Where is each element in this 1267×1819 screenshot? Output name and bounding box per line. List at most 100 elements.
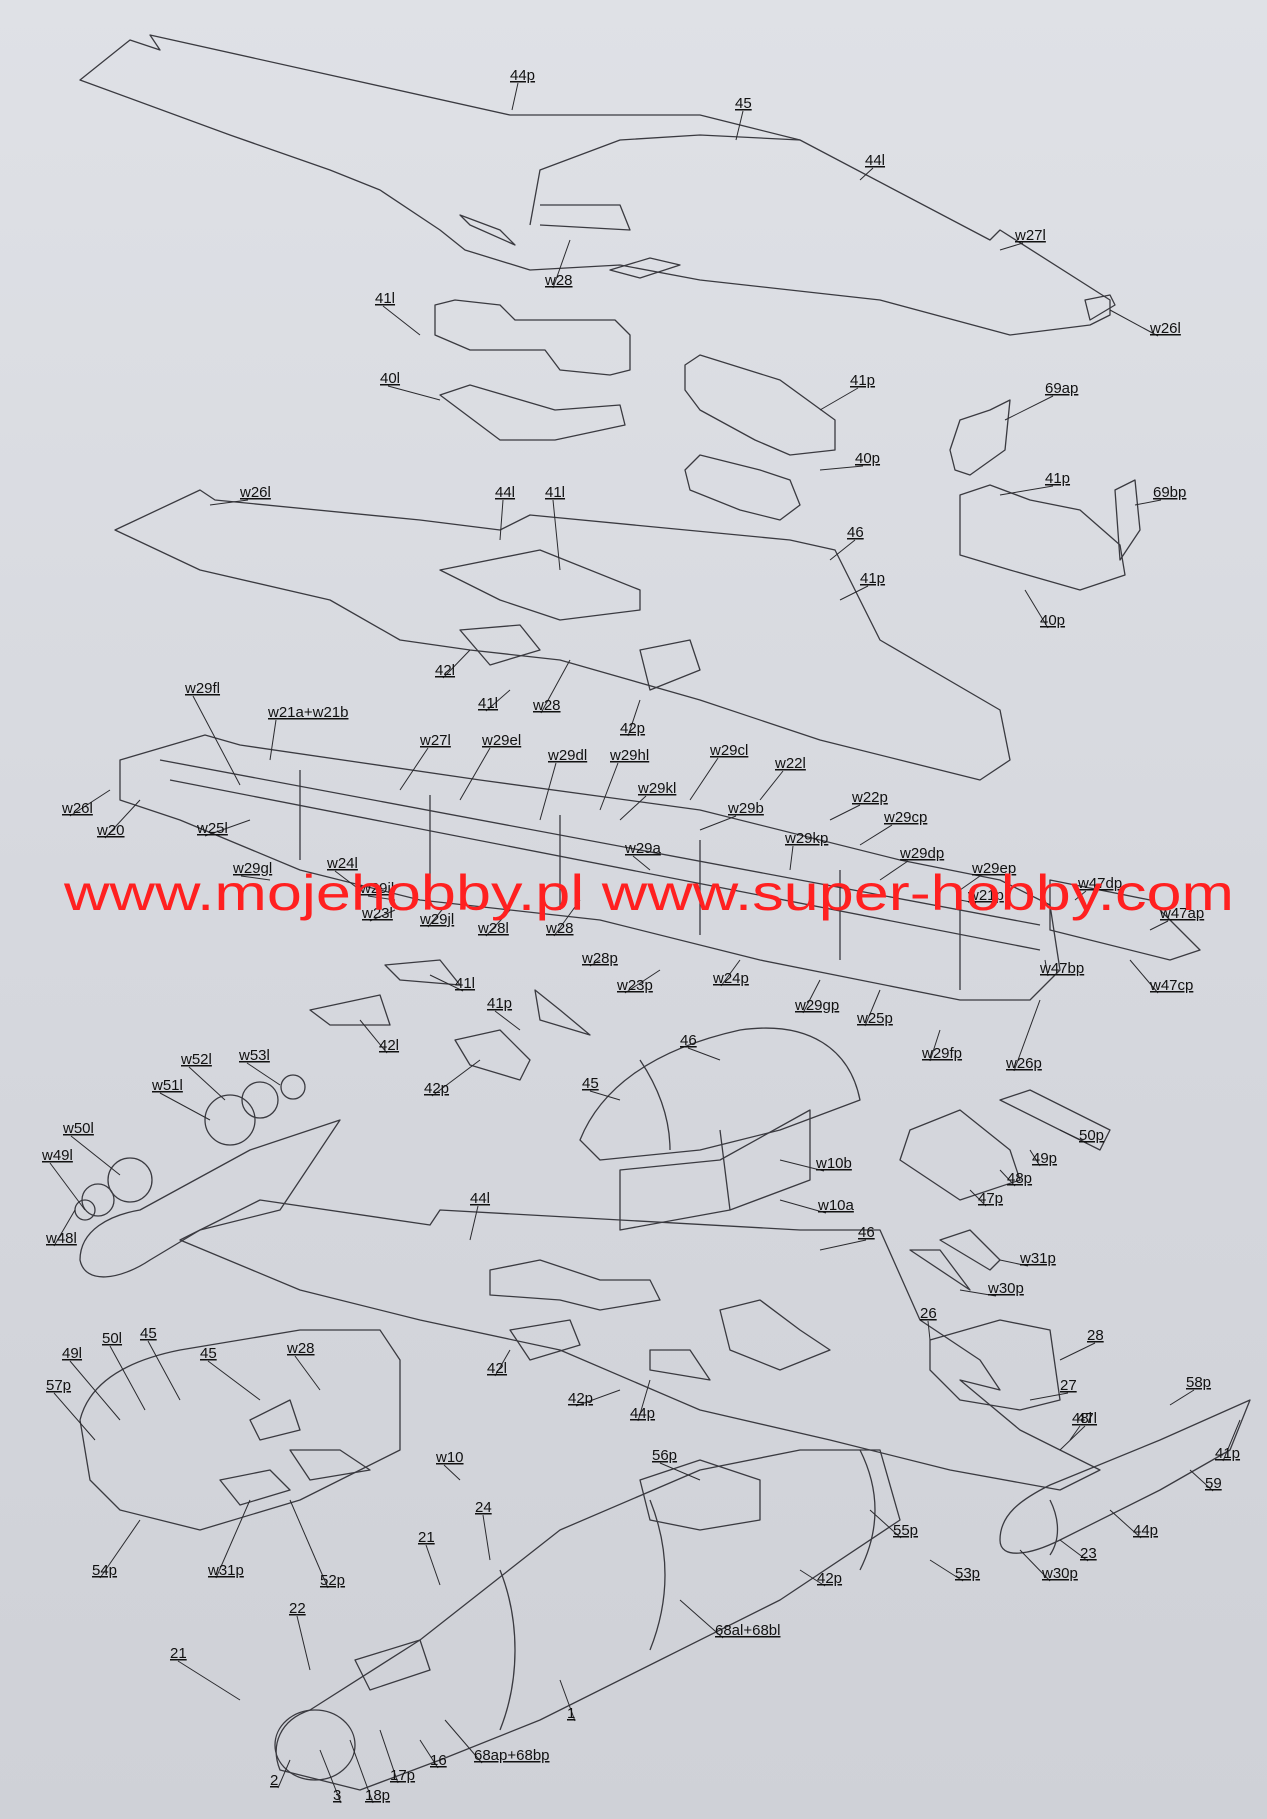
canopy-tail-part	[579, 1027, 861, 1231]
part-label: 17p	[390, 1767, 415, 1784]
part-label: 41l	[375, 290, 395, 307]
part-label: w51l	[151, 1077, 183, 1094]
leader-line	[779, 1159, 825, 1172]
leader-line	[627, 699, 641, 737]
leader-line	[859, 167, 874, 181]
part-label: w28	[545, 920, 574, 937]
part-label: w29gp	[794, 997, 839, 1014]
leader-line	[1029, 1392, 1069, 1401]
leader-line	[494, 1010, 521, 1031]
leader-line	[215, 1499, 251, 1579]
leader-line	[539, 762, 557, 821]
rudder-panels	[899, 1089, 1111, 1291]
part-label: 44l	[470, 1190, 490, 1207]
part-label: w28	[532, 697, 561, 714]
part-label: w22l	[774, 755, 806, 772]
leader-line	[552, 499, 561, 571]
part-label: 1	[567, 1705, 575, 1722]
leader-line	[319, 1749, 342, 1804]
part-label: w29cp	[883, 809, 927, 826]
part-label: w48l	[45, 1230, 77, 1247]
leader-line	[147, 1340, 181, 1401]
part-label: 2	[270, 1772, 278, 1789]
part-label: w47cp	[1149, 977, 1193, 994]
part-label: w27l	[1014, 227, 1046, 244]
leader-line	[619, 795, 647, 821]
part-label: 3	[333, 1787, 341, 1804]
part-label: 40l	[380, 370, 400, 387]
leader-line	[802, 979, 821, 1014]
part-label: w29b	[727, 800, 764, 817]
part-label: 46	[680, 1032, 697, 1049]
leader-line	[1169, 1389, 1195, 1406]
leader-line	[367, 895, 396, 901]
part-label: 44l	[865, 152, 885, 169]
part-label: w25p	[856, 1010, 893, 1027]
leader-line	[959, 875, 981, 891]
leader-line	[482, 1514, 491, 1561]
leader-line	[927, 1320, 931, 1341]
part-label: 56p	[652, 1447, 677, 1464]
part-label: w28	[544, 272, 573, 289]
part-label: w29jl	[419, 911, 454, 928]
leader-line	[192, 695, 241, 786]
leader-line	[240, 875, 271, 881]
part-label: 52p	[320, 1572, 345, 1589]
part-label: 46	[858, 1224, 875, 1241]
leader-line	[246, 1062, 281, 1086]
leader-line	[1013, 999, 1041, 1072]
part-label: w29el	[481, 732, 521, 749]
leader-line	[1059, 1425, 1086, 1451]
leader-line	[109, 1345, 146, 1411]
leader-line	[929, 1029, 941, 1062]
part-label: 41p	[1045, 470, 1070, 487]
part-label: 49l	[62, 1345, 82, 1362]
part-label: 44l	[495, 484, 515, 501]
part-label: w28	[286, 1340, 315, 1357]
leader-line	[1004, 395, 1054, 421]
leader-line	[485, 909, 511, 937]
part-label: w29cl	[709, 742, 748, 759]
part-label: 26	[920, 1305, 937, 1322]
part-label: 47p	[978, 1190, 1003, 1207]
leader-line	[1109, 1509, 1142, 1539]
part-label: w30p	[987, 1280, 1024, 1297]
part-label: 48l	[1072, 1410, 1092, 1427]
leader-line	[444, 1719, 483, 1764]
part-label: w47bp	[1039, 960, 1084, 977]
leader-line	[1069, 1425, 1081, 1441]
leader-line	[1029, 1149, 1041, 1167]
leader-line	[399, 747, 429, 791]
leader-line	[759, 770, 784, 801]
leader-line	[459, 747, 491, 801]
part-label: w28p	[581, 950, 618, 967]
small-panels	[74, 959, 591, 1221]
leader-line	[999, 485, 1054, 496]
part-label: w30p	[1041, 1565, 1078, 1582]
part-label: w29fp	[921, 1045, 962, 1062]
part-label: w29dp	[899, 845, 944, 862]
part-label: w23p	[616, 977, 653, 994]
part-label: 41p	[1215, 1445, 1240, 1462]
leader-line	[1044, 959, 1049, 977]
part-label: w10a	[817, 1197, 855, 1214]
part-label: w26p	[1005, 1055, 1042, 1072]
part-label: 23	[1080, 1545, 1097, 1562]
part-label: 41p	[487, 995, 512, 1012]
part-label: w31p	[1019, 1250, 1056, 1267]
part-label: w47ap	[1159, 905, 1204, 922]
part-label: w29hl	[609, 747, 649, 764]
leader-line	[204, 819, 251, 837]
leader-line	[819, 1239, 867, 1251]
leader-line	[999, 1259, 1029, 1267]
part-label: 24	[475, 1499, 492, 1516]
part-label: 18p	[365, 1787, 390, 1804]
leader-line	[369, 909, 396, 922]
leader-line	[829, 539, 856, 561]
part-label: w29kl	[637, 780, 676, 797]
leader-line	[359, 1019, 388, 1054]
part-label: 49p	[1032, 1150, 1057, 1167]
leader-line	[511, 82, 519, 111]
leader-line	[294, 1355, 321, 1391]
part-label: 58p	[1186, 1374, 1211, 1391]
